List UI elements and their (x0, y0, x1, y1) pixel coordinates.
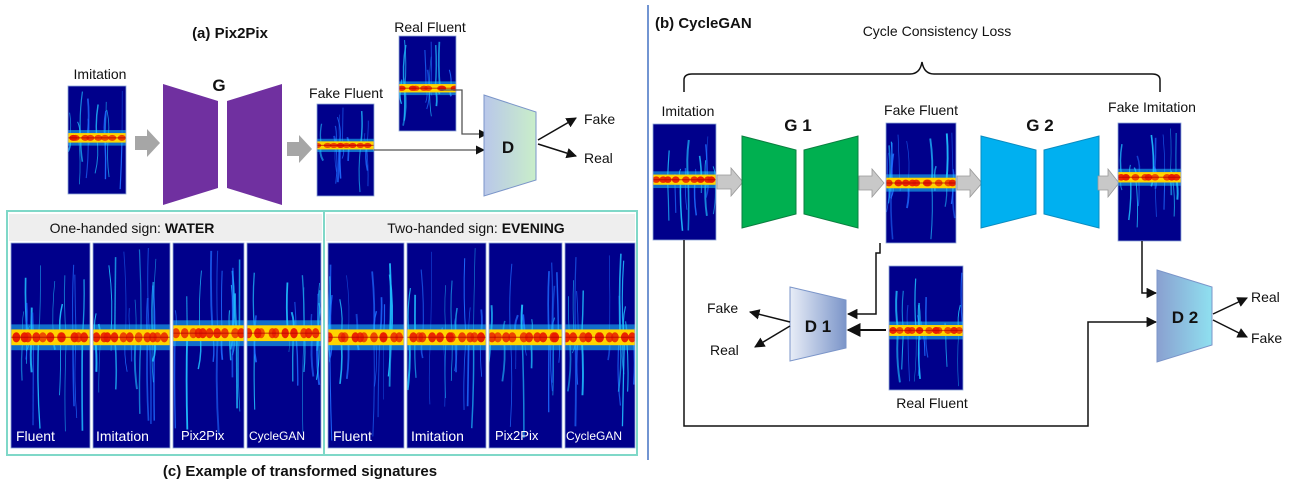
d1-label: D 1 (805, 317, 831, 336)
discriminator (483, 94, 537, 197)
d1-out-real (754, 325, 791, 348)
gray-block-arrow (287, 135, 312, 163)
gray-block-arrow (956, 167, 983, 199)
example-spectrogram-cyclegan (564, 242, 636, 449)
group1-header: One-handed sign: WATER (50, 220, 215, 236)
output-arrow-fake (537, 117, 577, 141)
d2-real-label: Real (1251, 289, 1280, 305)
example-spectrogram-cyclegan (246, 242, 322, 449)
group2-column-label: Pix2Pix (495, 428, 539, 443)
example-spectrogram-fluent (10, 242, 91, 449)
example-spectrogram-pix2pix (172, 242, 245, 449)
output-real-label: Real (584, 150, 613, 166)
group1-column-label: CycleGAN (249, 429, 305, 443)
d1-fake-label: Fake (707, 300, 738, 316)
d2-label: D 2 (1172, 308, 1198, 327)
g1-encoder (741, 135, 797, 229)
fake-fluent-spectrogram (885, 122, 957, 244)
panel-a-pix2pix: (a) Pix2Pix Imitation G Fake Fluent Real… (67, 19, 615, 205)
group2-column-label: CycleGAN (566, 429, 622, 443)
panel-c-caption: (c) Example of transformed signatures (163, 463, 437, 480)
cycle-return-arrow (683, 240, 1158, 427)
g2-encoder (980, 135, 1037, 229)
imitation-spectrogram (67, 85, 127, 195)
panel-c-examples: One-handed sign: WATER Two-handed sign: … (6, 210, 638, 480)
fake-fluent-label: Fake Fluent (884, 102, 958, 118)
real-fluent-spectrogram (398, 35, 457, 132)
group1-column-label: Pix2Pix (181, 428, 225, 443)
group2-prefix: Two-handed sign: (387, 220, 501, 236)
group2-column-label: Imitation (411, 428, 464, 444)
g1-decoder (803, 135, 859, 229)
d1-discriminator (789, 286, 847, 362)
gray-block-arrow (1097, 167, 1120, 199)
real-fluent-label: Real Fluent (896, 395, 968, 411)
example-spectrogram-pix2pix (488, 242, 563, 449)
g1-label: G 1 (784, 116, 811, 135)
generator-label: G (212, 76, 225, 95)
group1-column-label: Imitation (96, 428, 149, 444)
d2-out-fake (1212, 319, 1248, 338)
discriminator-label: D (502, 138, 514, 157)
group2-sign: EVENING (502, 220, 565, 236)
panel-a-title: (a) Pix2Pix (192, 25, 269, 42)
d2-discriminator (1156, 269, 1213, 363)
d1-real-label: Real (710, 342, 739, 358)
imitation-label: Imitation (662, 103, 715, 119)
generator-encoder (163, 84, 218, 205)
cycle-loss-label: Cycle Consistency Loss (863, 23, 1012, 39)
real-fluent-label: Real Fluent (394, 19, 466, 35)
group1-sign: WATER (165, 220, 215, 236)
group1-column-label: Fluent (16, 428, 55, 444)
real-fluent-spectrogram (888, 265, 964, 391)
output-fake-label: Fake (584, 111, 615, 127)
gray-block-arrow (135, 129, 160, 157)
imitation-label: Imitation (74, 66, 127, 82)
group2-header: Two-handed sign: EVENING (387, 220, 565, 236)
cycle-loss-brace (683, 61, 1161, 92)
d1-out-fake (748, 309, 791, 323)
gray-block-arrow (858, 167, 885, 199)
g2-decoder (1043, 135, 1100, 229)
fake-fluent-label: Fake Fluent (309, 85, 383, 101)
output-arrow-real (537, 143, 578, 159)
fake-imitation-spectrogram (1117, 122, 1182, 242)
example-spectrogram-imitation (406, 242, 487, 449)
connector-arrow (1141, 241, 1158, 299)
example-spectrogram-imitation (92, 242, 171, 449)
imitation-spectrogram (652, 123, 717, 241)
g2-label: G 2 (1026, 116, 1053, 135)
group2-header-bg (326, 214, 635, 241)
connector-arrow (846, 243, 881, 320)
fake-fluent-spectrogram (316, 103, 375, 197)
generator-decoder (227, 84, 282, 205)
d2-fake-label: Fake (1251, 330, 1282, 346)
group1-header-bg (9, 214, 322, 241)
panel-b-cyclegan: (b) CycleGAN Cycle Consistency Loss Imit… (652, 15, 1282, 427)
connector-arrow (440, 89, 488, 139)
d2-out-real (1212, 297, 1248, 315)
group1-prefix: One-handed sign: (50, 220, 165, 236)
example-spectrogram-fluent (327, 242, 405, 449)
group2-column-label: Fluent (333, 428, 372, 444)
panel-b-title: (b) CycleGAN (655, 15, 752, 32)
gray-block-arrow (716, 166, 744, 198)
fake-imitation-label: Fake Imitation (1108, 99, 1196, 115)
